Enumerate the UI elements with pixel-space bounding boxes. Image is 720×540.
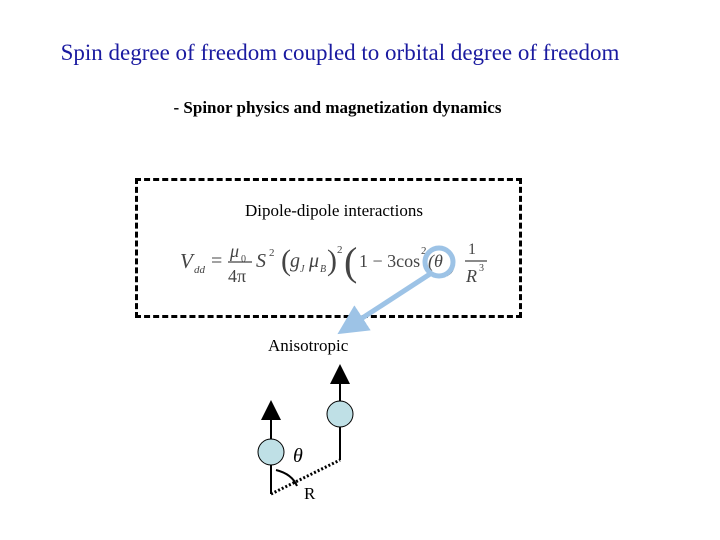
formula-sq: 2 (337, 244, 343, 256)
angle-theta-label: θ (293, 445, 303, 467)
formula-mu0-sub: 0 (241, 254, 246, 265)
formula-lhs-sub: dd (194, 264, 206, 276)
angle-arc (275, 469, 298, 487)
formula-one-minus: 1 − 3cos (359, 251, 420, 271)
slide-title: Spin degree of freedom coupled to orbita… (60, 40, 620, 65)
formula-spin-sup: 2 (269, 247, 275, 259)
theta-highlight-circle (422, 245, 456, 279)
slide-subtitle: - Spinor physics and magnetization dynam… (173, 98, 502, 117)
paren-open-1: ( (281, 244, 291, 277)
separation-vector-R (270, 458, 341, 496)
box-label: Dipole-dipole interactions (245, 201, 423, 220)
formula-muB: μ (308, 250, 319, 272)
formula-muB-sub: B (320, 264, 326, 275)
formula-R: R (465, 266, 477, 286)
formula-one: 1 (468, 241, 476, 258)
atom-sphere-left (257, 438, 285, 466)
formula-mu0: μ (229, 241, 239, 261)
formula-four-pi: 4π (228, 266, 246, 286)
r-label: R (304, 484, 316, 503)
formula-equals: = (211, 250, 222, 272)
formula-g: g (290, 250, 300, 272)
formula-theta: (θ (428, 251, 443, 272)
dipole-box (135, 178, 522, 318)
pointer-arrow (337, 271, 432, 335)
anisotropic-label: Anisotropic (268, 336, 349, 355)
formula-g-sub: J (300, 264, 305, 275)
formula-R-sup: 3 (479, 263, 484, 274)
atom-sphere-right (326, 400, 354, 428)
paren-open-2: ( (344, 239, 357, 284)
paren-close-1: ) (327, 244, 337, 277)
formula-spin: S (256, 250, 266, 272)
formula-cos-sup: 2 (421, 245, 427, 257)
formula-lhs: V (180, 249, 195, 273)
